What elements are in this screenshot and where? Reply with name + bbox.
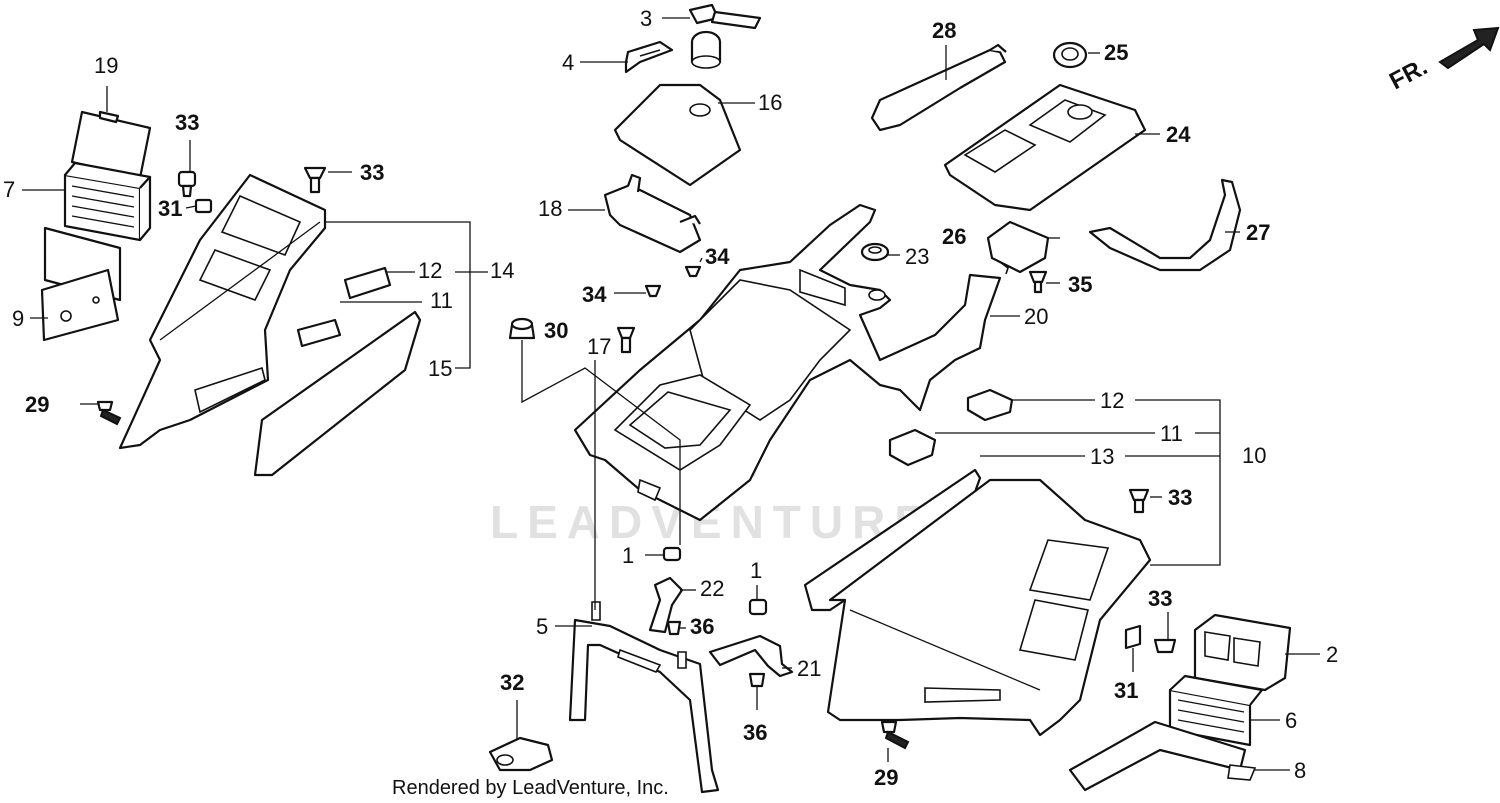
callout-8: 8 <box>1294 758 1306 783</box>
part-2-switch-panel <box>1193 613 1292 692</box>
part-14-left-side-cover <box>118 173 327 450</box>
part-5-frame <box>568 601 720 794</box>
callout-11-b: 11 <box>1160 421 1183 446</box>
callout-13: 13 <box>1090 444 1114 469</box>
callout-9: 9 <box>12 306 24 331</box>
callout-11-a: 11 <box>430 288 453 313</box>
part-9-vent-bracket <box>40 226 122 342</box>
callout-29-b: 29 <box>874 765 898 790</box>
render-credit: Rendered by LeadVenture, Inc. <box>392 777 669 799</box>
callout-12-a: 12 <box>418 258 442 283</box>
part-11-pad-left <box>296 318 342 348</box>
part-33-clip-a <box>177 170 197 198</box>
callout-6: 6 <box>1285 708 1297 733</box>
callout-27: 27 <box>1246 220 1270 245</box>
callout-31-a: 31 <box>158 196 182 221</box>
part-28-strap <box>870 43 1007 132</box>
callout-3: 3 <box>640 6 652 31</box>
callout-26: 26 <box>942 224 966 249</box>
part-1-grommet-b <box>748 598 768 616</box>
part-35-clip <box>1028 270 1048 294</box>
callout-4: 4 <box>562 50 574 75</box>
part-12-pad-right <box>966 388 1014 422</box>
callouts: 19 7 9 33 31 33 12 14 11 15 29 3 4 16 18… <box>3 6 1338 790</box>
callout-10: 10 <box>1242 443 1266 468</box>
callout-36-b: 36 <box>743 720 767 745</box>
callout-16: 16 <box>758 90 782 115</box>
part-8-vent-bracket-right <box>1068 720 1257 792</box>
callout-7: 7 <box>3 177 15 202</box>
part-34-clip-a <box>684 265 702 278</box>
callout-33-a: 33 <box>175 110 199 135</box>
callout-1-b: 1 <box>750 558 762 583</box>
part-15-side-board <box>253 310 422 477</box>
callout-12-b: 12 <box>1100 388 1124 413</box>
part-33-clip-b <box>303 166 327 194</box>
callout-30: 30 <box>544 318 568 343</box>
part-36-clip-a <box>666 620 682 636</box>
part-17-pin <box>616 326 636 354</box>
part-11-pad-right <box>888 428 937 467</box>
callout-34-b: 34 <box>582 282 607 307</box>
part-31-clip-a <box>194 198 213 214</box>
part-3-key-cylinder <box>688 3 762 69</box>
part-7-vent <box>63 161 152 242</box>
callout-32: 32 <box>500 670 524 695</box>
callout-5: 5 <box>536 614 548 639</box>
part-34-clip-b <box>644 284 662 298</box>
part-32-clamp <box>488 736 554 772</box>
callout-28: 28 <box>932 18 956 43</box>
callout-25: 25 <box>1104 40 1128 65</box>
callout-23: 23 <box>905 244 929 269</box>
part-25-cap <box>1052 41 1088 69</box>
part-1-grommet-a <box>662 546 682 562</box>
callout-18: 18 <box>538 196 562 221</box>
callout-2: 2 <box>1326 642 1338 667</box>
part-27-bracket <box>1088 178 1242 272</box>
callout-19: 19 <box>94 53 118 78</box>
callout-17: 17 <box>587 334 611 359</box>
part-36-clip-b <box>748 672 766 688</box>
part-29-screw-left <box>96 400 122 426</box>
part-22-bracket <box>648 576 684 634</box>
part-31-clip-b <box>1124 624 1142 650</box>
callout-15: 15 <box>428 356 452 381</box>
part-18-hinge-bracket <box>603 173 702 254</box>
callout-1-a: 1 <box>622 543 634 568</box>
callout-33-d: 33 <box>1148 586 1172 611</box>
callout-33-b: 33 <box>360 160 384 185</box>
callout-21: 21 <box>797 656 821 681</box>
part-33-clip-d <box>1153 638 1177 654</box>
callout-24: 24 <box>1166 122 1191 147</box>
callout-33-c: 33 <box>1168 485 1192 510</box>
part-6-vent-right <box>1168 674 1264 747</box>
part-26-module-box <box>986 220 1050 275</box>
callout-14: 14 <box>490 258 514 283</box>
part-12-pad-left <box>343 266 392 300</box>
front-direction-label: FR. <box>1385 53 1432 95</box>
callout-34-a: 34 <box>705 244 730 269</box>
part-33-clip-c <box>1128 488 1150 514</box>
part-4-latch <box>624 40 674 74</box>
leader-lines <box>22 17 1320 771</box>
part-29-screw-right <box>880 720 910 750</box>
callout-35: 35 <box>1068 272 1092 297</box>
part-24-top-cover <box>943 83 1147 212</box>
part-16-console-lid <box>613 83 742 187</box>
callout-29-a: 29 <box>25 392 49 417</box>
part-10-right-side-cover <box>826 478 1152 737</box>
part-23-grommet <box>860 242 890 262</box>
callout-36-a: 36 <box>690 614 714 639</box>
callout-20: 20 <box>1024 304 1048 329</box>
part-21-bracket <box>708 634 794 678</box>
front-direction-arrow-icon <box>1438 26 1500 70</box>
callout-22: 22 <box>700 576 724 601</box>
callout-31-b: 31 <box>1114 678 1138 703</box>
part-20-center-console <box>573 203 1002 522</box>
part-30-nut <box>508 317 536 340</box>
